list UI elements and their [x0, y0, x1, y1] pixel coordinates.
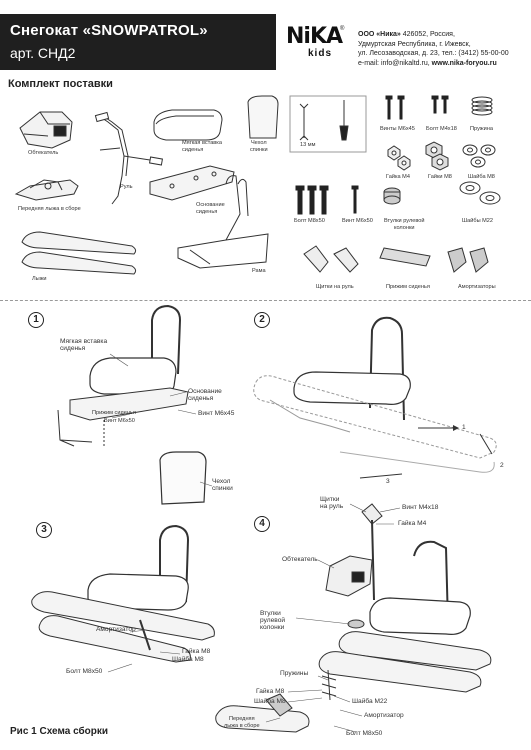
step4-label-fairing: Обтекатель: [282, 556, 318, 563]
step-4-badge: 4: [254, 516, 270, 532]
step2-arrow-3: 3: [386, 478, 390, 485]
step1-drawing: [57, 304, 189, 447]
company-email: e-mail: info@nikaltd.ru,: [358, 59, 432, 67]
step-2-badge: 2: [254, 312, 270, 328]
section-divider: [0, 300, 531, 301]
shock-absorbers-drawing: [447, 247, 489, 273]
steering-bushings-drawing: [383, 187, 401, 205]
label-spring: Пружина: [470, 126, 493, 132]
step-3-badge: 3: [36, 522, 52, 538]
kit-title: Комплект поставки: [8, 78, 113, 90]
label-front-ski: Передняя лыжа в сборе: [18, 206, 81, 212]
brand-logo: NiKA kids ®: [286, 26, 344, 68]
seat-base-drawing: [149, 165, 235, 201]
step4-label-screw-m4x18: Винт M4x18: [402, 504, 439, 511]
step3-label-bolt-m8x50: Болт M8x50: [66, 668, 103, 675]
logo-registered-mark: ®: [340, 26, 345, 32]
step3-label-shock: Амортизатор: [96, 626, 136, 633]
step4-label-shock: Амортизатор: [364, 712, 404, 719]
step1-label-screw-m6x45: Винт M6x45: [198, 410, 235, 417]
step4-label-nut-m8: Гайка M8: [256, 688, 285, 695]
company-postal: 426052, Россия,: [400, 31, 455, 38]
step1-label-screw-m6x50: Винт M6x50: [104, 418, 135, 424]
article-number: арт. СНД2: [10, 45, 76, 61]
step3-label-washer-m8: Шайба M8: [172, 656, 204, 663]
screw-m6x50-drawing: [351, 185, 359, 214]
label-handlebar: Руль: [120, 184, 133, 190]
company-address: ул. Лесозаводская, д. 23, тел.: (3412) 5…: [358, 50, 509, 57]
label-shock-absorbers: Амортизаторы: [458, 284, 496, 290]
handle-guards-drawing: [303, 245, 359, 273]
label-bolt-m8x50: Болт M8x50: [294, 218, 325, 224]
label-screws-m6x45: Винты M6x45: [380, 126, 415, 132]
logo-kids: kids: [308, 48, 333, 59]
step2-arrow-2: 2: [500, 462, 504, 469]
step4-label-washer-m8: Шайба M8: [254, 698, 286, 705]
label-washer-m8: Шайба M8: [468, 174, 495, 180]
seat-clamps-drawing: [379, 247, 431, 267]
step4-label-springs: Пружины: [280, 670, 309, 677]
company-website: www.nika-foryou.ru: [431, 59, 497, 67]
washers-m22-drawing: [459, 181, 501, 205]
company-region: Удмуртская Республика, г. Ижевск,: [358, 40, 471, 48]
label-screw-m6x50: Винт M6x50: [342, 218, 373, 224]
label-washers-m22: Шайбы M22: [462, 218, 494, 224]
step4-label-bolt-m8x50: Болт M8x50: [346, 730, 383, 737]
label-frame: Рама: [252, 268, 266, 274]
frame-drawing: [177, 175, 269, 269]
step4-label-front-ski: Передняя лыжа в сборе: [224, 716, 260, 729]
label-skis: Лыжи: [32, 276, 47, 282]
step1-label-seat-clamp: Прижим сиденья: [92, 410, 136, 416]
tools-drawing: [289, 95, 367, 153]
step-1-badge: 1: [28, 312, 44, 328]
step2-arrow-1: 1: [462, 424, 466, 431]
label-nut-m8: Гайки M8: [428, 174, 452, 180]
nuts-m8-drawing: [425, 141, 449, 171]
label-handle-guards: Щитки на руль: [316, 284, 354, 290]
label-back-cover: Чехол спинки: [250, 140, 268, 153]
step3-label-nut-m8: Гайка M8: [182, 648, 211, 655]
screws-m6x45-drawing: [385, 95, 405, 120]
step4-label-washer-m22: Шайба M22: [352, 698, 388, 705]
fairing-drawing: [19, 111, 73, 149]
step4-label-nut-m4: Гайка M4: [398, 520, 427, 527]
label-seat-insert: Мягкая вставка сиденья: [182, 140, 222, 153]
label-seat-base: Основание сиденья: [196, 202, 225, 215]
nuts-m4-drawing: [387, 145, 411, 171]
back-cover-drawing: [247, 95, 279, 139]
company-name: ООО «Ника»: [358, 31, 401, 38]
step1-label-seat-insert: Мягкая вставка сиденья: [60, 338, 108, 352]
label-steering-bushings: Втулки рулевой колонки: [384, 218, 425, 231]
washers-m8-drawing: [462, 144, 496, 168]
label-seat-clamps: Прижим сиденья: [386, 284, 430, 290]
product-title: Снегокат «SNOWPATROL»: [10, 22, 208, 39]
step4-label-guards: Щитки на руль: [320, 496, 344, 510]
leader-lines: [107, 353, 401, 733]
step3-label-back-cover: Чехол спинки: [212, 478, 233, 492]
front-ski-drawing: [14, 179, 79, 201]
figure-caption: Рис 1 Схема сборки: [10, 726, 109, 737]
step2-drawing: [253, 316, 497, 479]
step1-label-seat-base: Основание сиденья: [188, 388, 222, 402]
step4-drawing: [215, 503, 492, 733]
bolts-m8x50-drawing: [295, 185, 329, 215]
bolts-m4x18-drawing: [431, 95, 449, 114]
handlebar-drawing: [94, 111, 164, 205]
step4-label-bushings: Втулки рулевой колонки: [260, 610, 286, 631]
label-fairing: Обтекатель: [28, 150, 59, 156]
spring-drawing: [471, 96, 493, 116]
label-wrench-size: 13 мм: [300, 142, 316, 148]
skis-drawing: [21, 231, 137, 275]
seat-insert-drawing: [153, 109, 223, 141]
company-info: ООО «Ника» 426052, Россия, Удмуртская Ре…: [358, 30, 528, 68]
step3-drawing: [31, 451, 215, 663]
label-nut-m4: Гайка M4: [386, 174, 410, 180]
logo-nika: NiKA: [286, 24, 343, 49]
label-bolt-m4x18: Болт M4x18: [426, 126, 457, 132]
header-banner: Снегокат «SNOWPATROL» арт. СНД2: [0, 14, 276, 70]
